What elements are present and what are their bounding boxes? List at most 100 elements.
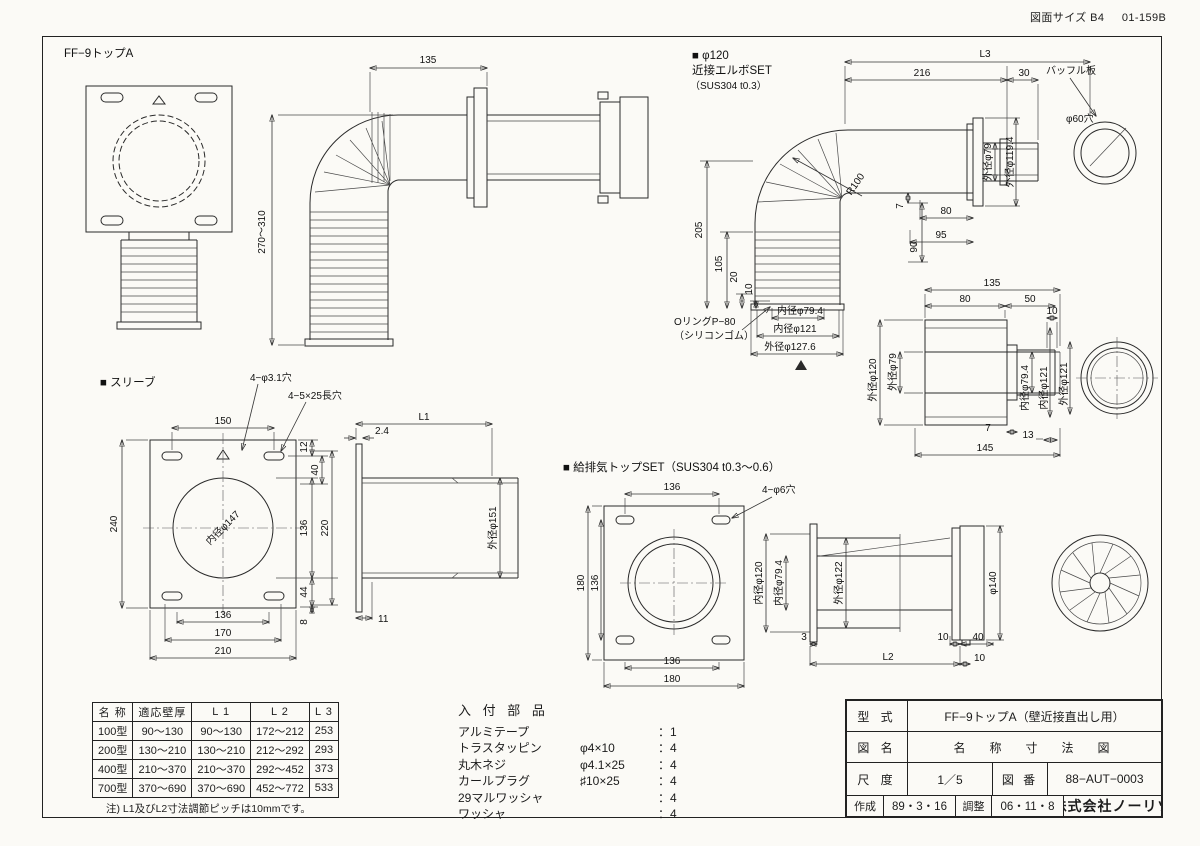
part-spec: ♯10×25	[580, 774, 620, 789]
part-spec: φ4×10	[580, 741, 615, 756]
centerlines	[620, 529, 728, 637]
sleeve-title: ■ スリーブ	[100, 375, 156, 389]
flange-plate	[972, 117, 984, 207]
doc-code: 01-159B	[1121, 12, 1167, 24]
cell: 370〜690	[191, 778, 252, 798]
sleeve-flange-plate	[355, 443, 363, 613]
corrugation-lines	[310, 112, 391, 333]
cell: 400型	[91, 759, 134, 779]
centerlines	[143, 433, 303, 615]
dim-220-label: 220	[320, 519, 331, 536]
front-view: FF−9トップA	[64, 47, 233, 330]
cell: 700型	[91, 778, 134, 798]
cell: 292〜452	[250, 759, 310, 779]
holes-callout: 4−φ6穴	[762, 483, 795, 496]
dim-3-label: 3	[801, 632, 807, 643]
coupling-lip	[1055, 351, 1061, 394]
sheet-size-label: 図面サイズ B4	[1030, 12, 1105, 24]
list-item: ワッシャ ：4	[458, 806, 677, 822]
topset-flange-plate	[809, 523, 818, 643]
dim-80-label: 80	[959, 294, 971, 305]
model-label: 型 式	[857, 709, 897, 724]
part-qty: ：4	[658, 774, 677, 789]
topset-flange-outline	[603, 505, 745, 661]
mount-slot	[263, 591, 285, 601]
cell: 130〜210	[191, 740, 252, 760]
dim-50-label: 50	[1024, 294, 1036, 305]
fan-circle-ring	[1058, 541, 1142, 625]
cell: 210〜370	[191, 759, 252, 779]
dim-90-label: 90	[909, 241, 920, 253]
pipe-wall-lines	[983, 148, 1038, 176]
dim-180b-label: 180	[664, 674, 681, 685]
dim-20-label: 20	[729, 271, 740, 283]
mount-slot	[100, 92, 124, 103]
title-block-date-row: 作成 89・3・16 調整 06・11・8 株式会社ノーリツ	[847, 795, 1161, 816]
dim-44-label: 44	[299, 586, 310, 598]
topset-taper	[819, 534, 951, 632]
extension-lines	[278, 72, 488, 346]
part-qty: ：4	[658, 757, 677, 772]
cell: 210〜370	[132, 759, 193, 779]
dim-136b-label: 136	[215, 610, 232, 621]
dim-24-label: 2.4	[375, 426, 389, 437]
scale-value: 1／5	[907, 763, 992, 795]
drawing-name-label: 図 名	[857, 740, 897, 755]
dim-od121-label: 外径φ121	[1057, 362, 1070, 406]
pipe-end-rim	[304, 338, 394, 347]
mount-slot	[161, 451, 183, 461]
extension-lines	[126, 428, 493, 660]
centerlines	[1076, 337, 1158, 419]
dim-od122-label: 外径φ122	[832, 561, 845, 605]
clamp-tab	[597, 91, 609, 100]
dim-180l-label: 180	[576, 574, 587, 591]
title-block-scale-row: 尺 度 1／5 図 番 88−AUT−0003	[847, 762, 1161, 795]
dim-id794-label: 内径φ79.4	[772, 560, 785, 606]
list-item: 丸木ネジ φ4.1×25 ：4	[458, 757, 677, 773]
dim-L3-label: L3	[979, 49, 991, 60]
table-row: 700型 370〜690 370〜690 452〜772 533	[91, 778, 340, 798]
dim-270-310-label: 270〜310	[257, 210, 268, 254]
slots-callout: 4−5×25長穴	[288, 389, 342, 402]
coupling-view: 135 80 50 10 外径φ120 外径φ79 内径φ79.4 内径φ121…	[866, 278, 1158, 457]
spec-table-header-row: 名 称 適応壁厚 L 1 L 2 L 3	[91, 702, 340, 722]
dim-13-label: 13	[1022, 430, 1034, 441]
dim-135-label: 135	[984, 278, 1001, 289]
dim-205-label: 205	[694, 221, 705, 238]
pipe-outline	[487, 114, 600, 181]
model-value: FF−9トップA（壁近接直出し用）	[907, 701, 1161, 731]
col-header: L 3	[308, 702, 340, 722]
dim-od119-label: 外径φ119.4	[1003, 136, 1016, 187]
extension-lines	[700, 66, 1091, 356]
end-plate	[951, 527, 961, 641]
end-ring	[599, 101, 621, 194]
mount-slot	[615, 635, 635, 645]
table-row: 100型 90〜130 90〜130 172〜212 253	[91, 721, 340, 741]
mount-slot	[263, 451, 285, 461]
pipe-band	[999, 138, 1008, 186]
elbow-outline	[309, 114, 467, 340]
col-header: 名 称	[91, 702, 134, 722]
leader-line	[281, 401, 307, 451]
mount-slot	[194, 215, 218, 226]
drawing-number-value: 88−AUT−0003	[1047, 763, 1161, 795]
dim-7-label: 7	[985, 423, 991, 434]
pipe-end-rim	[116, 321, 202, 330]
pipe-wall-lines	[487, 120, 600, 175]
holes-callout: 4−φ3.1穴	[250, 371, 292, 384]
table-row: 400型 210〜370 210〜370 292〜452 373	[91, 759, 340, 779]
cell: 253	[308, 721, 340, 741]
table-row: 200型 130〜210 130〜210 212〜292 293	[91, 740, 340, 760]
dim-80-label: 80	[940, 206, 952, 217]
dim-40-label: 40	[972, 632, 984, 643]
dim-R100-label: R100	[845, 171, 868, 197]
cell: 172〜212	[250, 721, 310, 741]
title-block: 型 式 FF−9トップA（壁近接直出し用） 図 名 名 称 寸 法 図 尺 度 …	[845, 699, 1163, 818]
cell: 293	[308, 740, 340, 760]
created-label: 作成	[854, 801, 876, 813]
dim-10-label: 10	[744, 283, 755, 295]
fan-hub	[1089, 572, 1111, 594]
dim-11-label: 11	[378, 614, 389, 625]
